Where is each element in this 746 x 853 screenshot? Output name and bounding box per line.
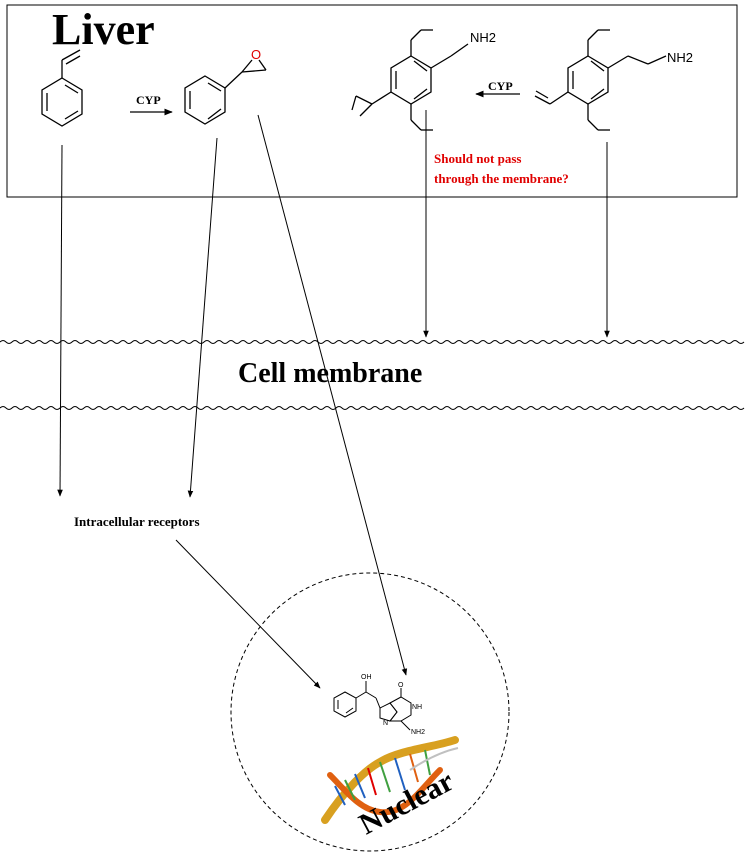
amine-label: NH2: [470, 30, 496, 45]
nucleus: OH O NH NH2 N Nuclear: [230, 572, 510, 852]
membrane-label: Cell membrane: [238, 358, 422, 389]
right-cyp-label: CYP: [488, 79, 513, 93]
membrane-question-line2: through the membrane?: [434, 171, 569, 186]
membrane-wave-bottom: [0, 406, 745, 410]
adduct-nh: NH: [412, 704, 422, 711]
epoxide-oxygen-label: O: [251, 47, 261, 62]
epoxide-amine-molecule: NH2: [351, 29, 496, 131]
right-cyp-reaction: CYP: [475, 79, 520, 98]
arrow-receptors-to-nucleus: [175, 539, 321, 689]
liver-title: Liver: [52, 5, 155, 54]
liver-compartment: Liver: [6, 4, 738, 198]
dna-adduct-molecule: OH O NH NH2 N: [333, 674, 425, 736]
left-cyp-label: CYP: [136, 93, 161, 107]
styrene-oxide-molecule: O: [184, 47, 267, 125]
arrow-oxide-to-receptors: [187, 137, 218, 498]
liver-box: [6, 4, 738, 198]
dna-helix-illustration: [321, 736, 459, 824]
nucleus-boundary: [230, 572, 510, 852]
cell-membrane: Cell membrane: [0, 340, 745, 410]
membrane-question-annotation: Should not pass through the membrane?: [434, 151, 569, 186]
adduct-amine: NH2: [411, 729, 425, 736]
adduct-hydroxyl: OH: [361, 674, 372, 681]
left-cyp-reaction: CYP: [130, 93, 173, 116]
adduct-carbonyl-o: O: [398, 682, 404, 689]
membrane-wave-top: [0, 340, 745, 344]
arrow-oxide-to-nucleus: [257, 114, 408, 676]
membrane-question-line1: Should not pass: [434, 151, 521, 166]
arrow-styrene-to-receptors: [57, 144, 63, 497]
receptors-label: Intracellular receptors: [74, 514, 200, 529]
styrene-molecule: [41, 49, 83, 127]
amine-label-2: NH2: [667, 50, 693, 65]
adduct-n: N: [383, 720, 388, 727]
vinyl-amine-molecule: NH2: [534, 29, 693, 131]
pathway-arrows: [57, 110, 610, 689]
